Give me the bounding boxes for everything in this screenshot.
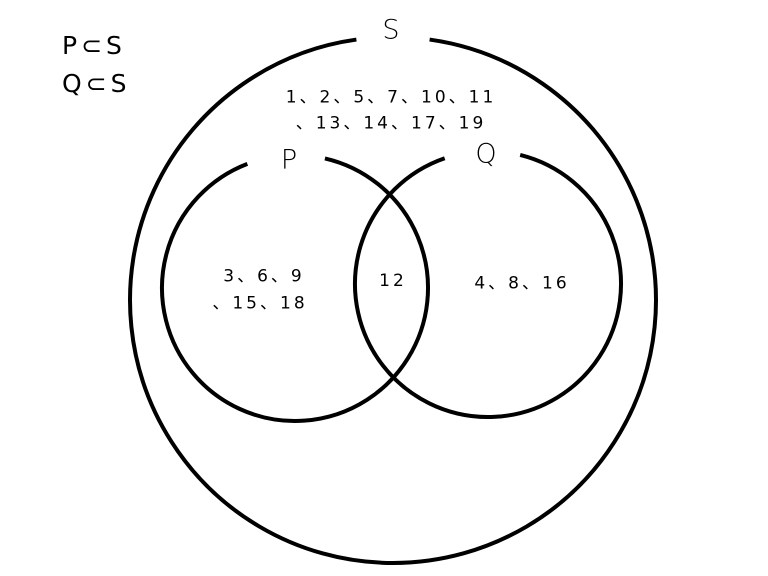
p-only-elements-line-2: 、15、18: [212, 293, 308, 314]
s-only-elements-line-1: 1、2、5、7、10、11: [285, 87, 497, 108]
set-p-circle: [160, 156, 430, 423]
intersection-elements: 12: [379, 271, 407, 291]
p-only-elements-line-1: 3、6、9: [223, 266, 305, 287]
set-s-label: S: [382, 14, 400, 46]
set-s-circle: [128, 37, 658, 565]
s-only-elements-line-2: 、13、14、17、19: [295, 113, 487, 134]
set-q-circle: [353, 153, 623, 419]
relation-q-subset-s: Q⊂S: [62, 69, 131, 98]
set-q-label: Q: [475, 138, 497, 170]
q-only-elements: 4、8、16: [474, 273, 570, 294]
set-p-label: P: [280, 144, 298, 176]
relation-p-subset-s: P⊂S: [62, 31, 126, 60]
